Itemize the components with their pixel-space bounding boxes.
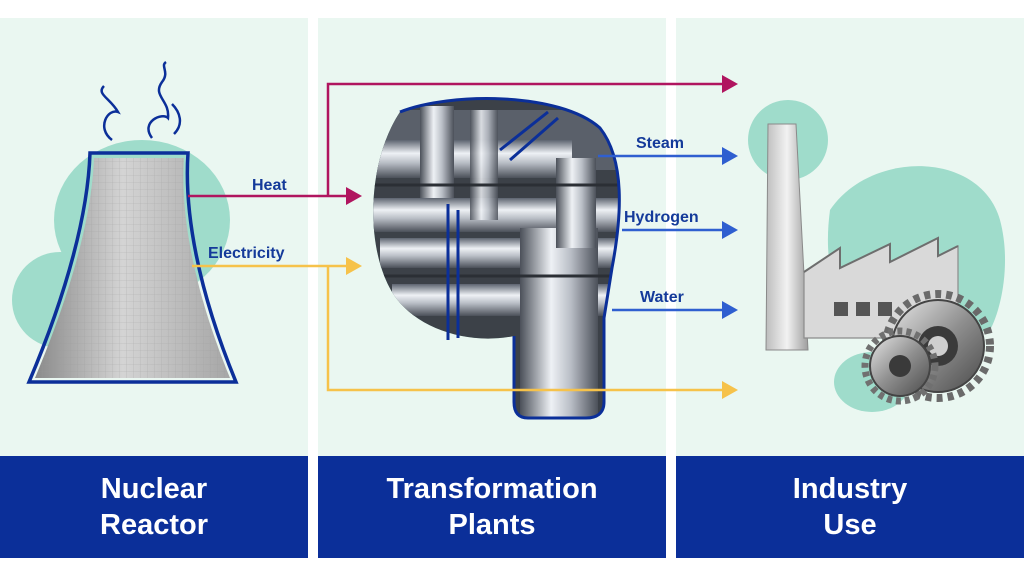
stage-title-line2: Reactor xyxy=(100,509,208,541)
heat-label: Heat xyxy=(252,177,287,194)
hydrogen-arrow xyxy=(622,221,738,239)
stage-banner-transformation-plants: Transformation Plants xyxy=(318,456,666,558)
stage-banner-nuclear-reactor: Nuclear Reactor xyxy=(0,456,308,558)
pipes-icon xyxy=(373,97,621,420)
gear-icon xyxy=(861,290,994,405)
stage-title-line1: Nuclear xyxy=(100,473,208,505)
steam-label: Steam xyxy=(636,135,684,152)
cooling-tower-icon xyxy=(12,60,239,384)
heat-direct-arrow xyxy=(326,75,738,196)
electricity-label: Electricity xyxy=(208,245,285,262)
steam-arrow xyxy=(598,147,738,165)
water-arrow xyxy=(612,301,738,319)
stage-title-line1: Transformation xyxy=(386,473,598,505)
stage-title-line2: Use xyxy=(823,509,877,541)
stage-title-line1: Industry xyxy=(792,473,908,505)
hydrogen-label: Hydrogen xyxy=(624,209,699,226)
heat-arrow xyxy=(188,187,362,205)
stage-title-line2: Plants xyxy=(448,509,536,541)
electricity-arrow xyxy=(192,257,362,275)
electricity-direct-arrow xyxy=(326,266,738,399)
water-label: Water xyxy=(640,289,684,306)
stage-banner-industry-use: Industry Use xyxy=(676,456,1024,558)
